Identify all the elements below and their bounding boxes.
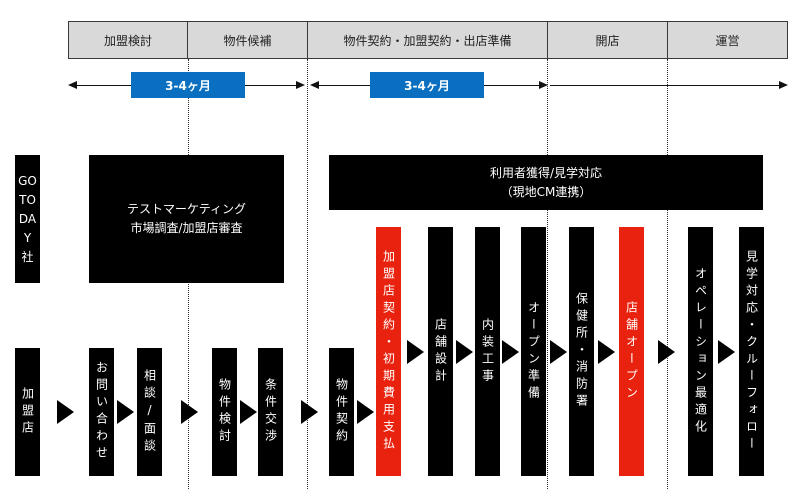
phase-header-kamei-kento: 加盟検討: [68, 21, 188, 59]
arrow-left-icon: [68, 81, 77, 89]
flow-arrow-icon: [407, 340, 424, 364]
phase-divider: [667, 59, 668, 489]
step-text: 物件検討: [217, 378, 232, 446]
arrow-right-icon: [779, 81, 788, 89]
task-text: （現地CM連携）: [500, 184, 592, 199]
phase-header-contract-prep: 物件契約・加盟契約・出店準備: [308, 21, 548, 59]
duration-badge: 3-4ヶ月: [131, 72, 245, 98]
step-text: 加盟店契約・初期費用支払: [381, 249, 396, 454]
step-health-fire-dept: 保健所・消防署: [569, 227, 594, 476]
flow-arrow-icon: [502, 340, 519, 364]
step-store-design: 店舗設計: [428, 227, 453, 476]
phase-label: 物件候補: [223, 33, 272, 48]
step-text: 条件交渉: [263, 378, 278, 446]
flow-arrow-icon: [57, 400, 74, 424]
step-text: 物件契約: [334, 378, 349, 446]
flow-arrow-icon: [598, 340, 615, 364]
flow-arrow-icon: [456, 340, 473, 364]
step-text: 相談/面談: [142, 368, 157, 456]
actor-text: 加盟店: [20, 386, 35, 438]
flow-arrow-icon: [718, 340, 735, 364]
phase-header-opening: 開店: [548, 21, 668, 59]
arrow-left-icon: [310, 81, 319, 89]
actor-franchisee-label: 加盟店: [15, 348, 40, 476]
step-opening-prep: オープン準備: [521, 227, 546, 476]
flow-arrow-icon: [301, 400, 318, 424]
actor-text: GO: [18, 173, 37, 188]
task-text: 市場調査/加盟店審査: [130, 221, 243, 235]
actor-text: 社: [21, 249, 34, 264]
step-text: 保健所・消防署: [574, 292, 589, 411]
step-text: 見学対応・クルーフォロー: [744, 249, 759, 454]
step-consultation: 相談/面談: [137, 348, 162, 476]
step-franchise-contract: 加盟店契約・初期費用支払: [376, 227, 401, 476]
flow-arrow-icon: [550, 340, 567, 364]
duration-badge: 3-4ヶ月: [370, 72, 484, 98]
phase-divider: [307, 59, 308, 489]
phase-label: 運営: [715, 33, 740, 48]
flow-arrow-icon: [117, 400, 134, 424]
arrow-right-icon: [539, 81, 548, 89]
phase-label: 加盟検討: [103, 33, 152, 48]
step-operation-optimization: オペレーション最適化: [688, 227, 713, 476]
step-interior-work: 内装工事: [475, 227, 500, 476]
step-store-opening: 店舗オープン: [619, 227, 644, 476]
arrow-right-icon: [296, 81, 305, 89]
step-text: オペレーション最適化: [693, 266, 708, 437]
actor-text: TO: [19, 192, 36, 207]
task-test-marketing: テストマーケティング 市場調査/加盟店審査: [89, 155, 284, 283]
step-negotiation: 条件交渉: [258, 348, 283, 476]
flow-arrow-icon: [658, 340, 675, 364]
step-text: 店舗設計: [433, 317, 448, 386]
phase-label: 物件契約・加盟契約・出店準備: [343, 33, 512, 48]
actor-text: Y: [23, 230, 32, 245]
flow-arrow-icon: [357, 400, 374, 424]
task-user-acquisition: 利用者獲得/見学対応 （現地CM連携）: [329, 155, 763, 210]
step-text: 内装工事: [480, 317, 495, 386]
flow-arrow-icon: [240, 400, 257, 424]
task-text: テストマーケティング: [126, 202, 247, 216]
task-text: 利用者獲得/見学対応: [489, 165, 603, 180]
timeline-arrow-line: [550, 85, 784, 86]
step-property-review: 物件検討: [212, 348, 237, 476]
step-text: オープン準備: [526, 300, 541, 403]
step-inquiry: お問い合わせ: [89, 348, 114, 476]
step-text: 店舗オープン: [624, 300, 639, 403]
step-property-contract: 物件契約: [329, 348, 354, 476]
actor-text: DA: [18, 211, 37, 226]
phase-header-bukken-kouho: 物件候補: [188, 21, 308, 59]
step-text: お問い合わせ: [94, 361, 109, 463]
flow-arrow-icon: [181, 400, 198, 424]
actor-company-label: GO TO DA Y 社: [15, 155, 40, 283]
step-tour-crew-follow: 見学対応・クルーフォロー: [739, 227, 764, 476]
phase-divider: [547, 59, 548, 489]
phase-header-operation: 運営: [668, 21, 788, 59]
phase-label: 開店: [595, 33, 620, 48]
